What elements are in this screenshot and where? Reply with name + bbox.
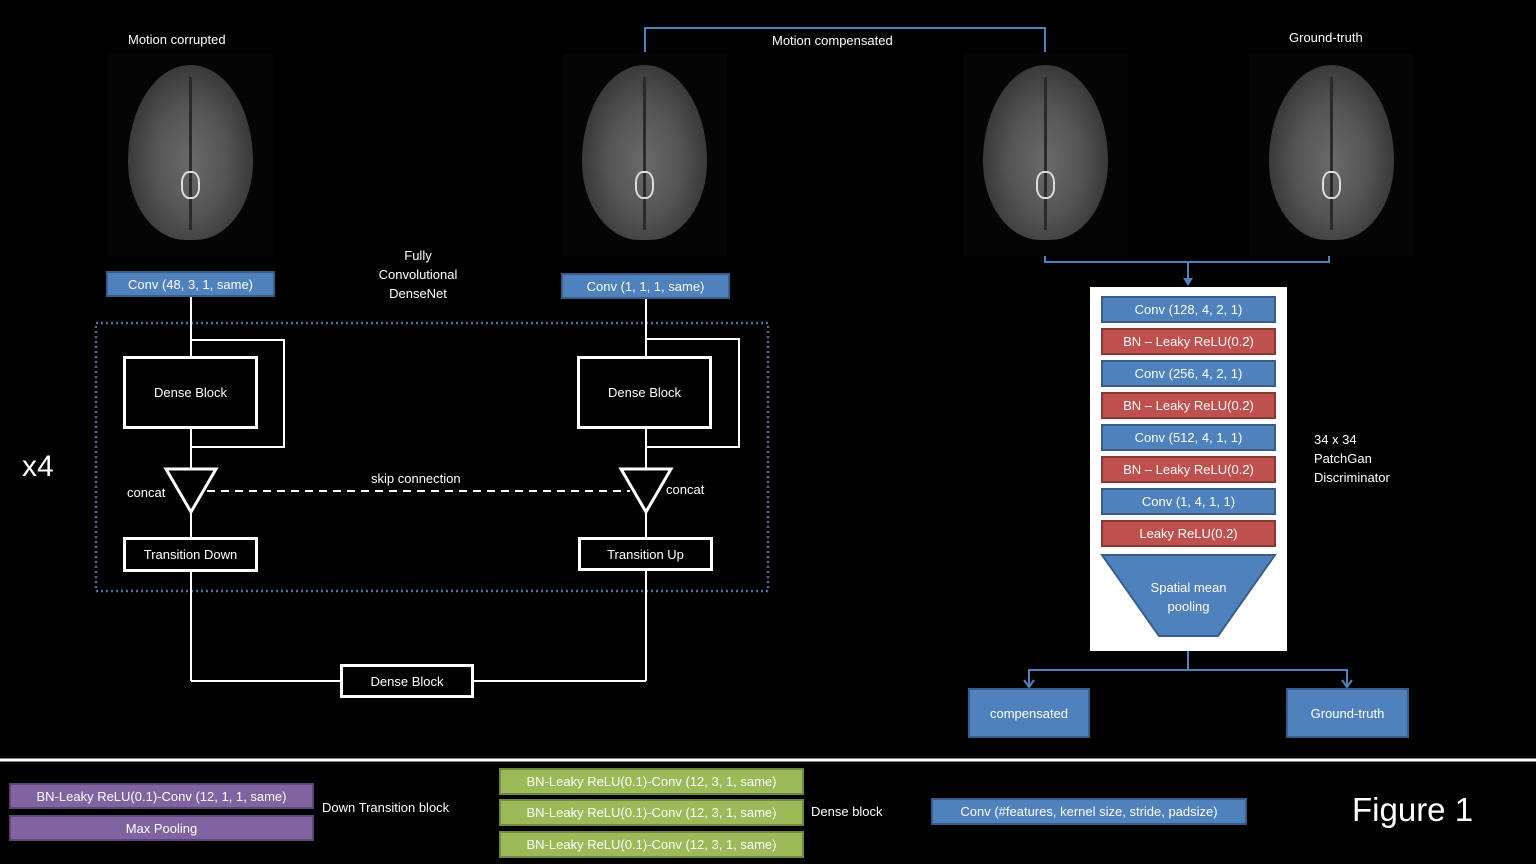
legend-dense-layer: BN-Leaky ReLU(0.1)-Conv (12, 3, 1, same): [499, 768, 804, 795]
motion-compensated-bracket: [644, 27, 1046, 52]
discriminator-output-branch: [1028, 669, 1348, 686]
mri-compensated-discriminator-input: [963, 53, 1128, 256]
discriminator-title-line: 34 x 34: [1314, 432, 1357, 447]
repeat-count-label: x4: [22, 450, 54, 483]
legend-conv-format: Conv (#features, kernel size, stride, pa…: [931, 798, 1247, 825]
skip-connection-label: skip connection: [371, 471, 461, 486]
discriminator-input-bracket: [1044, 255, 1330, 263]
figure-label: Figure 1: [1352, 791, 1474, 828]
mri-motion-corrupted: [108, 53, 273, 256]
concat-right-label: concat: [666, 482, 705, 497]
discriminator-conv-layer: Conv (1, 4, 1, 1): [1101, 488, 1276, 515]
discriminator-activation-layer: BN – Leaky ReLU(0.2): [1101, 456, 1276, 483]
densenet-region: [94, 321, 770, 593]
transition-up-block: Transition Up: [578, 537, 713, 571]
legend-transition-maxpool: Max Pooling: [9, 815, 314, 841]
discriminator-conv-layer: Conv (128, 4, 2, 1): [1101, 296, 1276, 323]
discriminator-title-line: Discriminator: [1314, 470, 1390, 485]
densenet-title: Fully Convolutional DenseNet: [368, 246, 468, 303]
concat-right-icon: [618, 467, 674, 515]
arrowhead-icon: [1341, 679, 1353, 689]
spatial-mean-pooling-shape: [1100, 554, 1277, 637]
pooling-label-line: Spatial mean: [1150, 580, 1227, 595]
dense-skip-left: [191, 339, 285, 448]
spatial-mean-pooling-label: Spatial mean pooling: [1100, 578, 1277, 616]
dense-block-up: Dense Block: [577, 356, 712, 429]
discriminator-activation-layer: BN – Leaky ReLU(0.2): [1101, 328, 1276, 355]
motion-corrupted-label: Motion corrupted: [128, 32, 226, 47]
transition-down-block: Transition Down: [123, 537, 258, 572]
conv-output-layer: Conv (1, 1, 1, same): [561, 273, 730, 299]
mri-motion-compensated: [562, 53, 727, 256]
ground-truth-label: Ground-truth: [1289, 30, 1363, 45]
motion-compensated-label: Motion compensated: [772, 33, 893, 48]
legend-dense-layer: BN-Leaky ReLU(0.1)-Conv (12, 3, 1, same): [499, 831, 804, 858]
discriminator-conv-layer: Conv (256, 4, 2, 1): [1101, 360, 1276, 387]
conv-input-layer: Conv (48, 3, 1, same): [106, 271, 275, 297]
dense-block-bottleneck: Dense Block: [340, 664, 474, 698]
legend-down-transition-label: Down Transition block: [322, 800, 450, 815]
densenet-title-line: Fully: [404, 248, 432, 263]
discriminator-activation-layer: Leaky ReLU(0.2): [1101, 520, 1276, 547]
legend-transition-conv: BN-Leaky ReLU(0.1)-Conv (12, 1, 1, same): [9, 783, 314, 809]
output-compensated: compensated: [968, 688, 1090, 738]
concat-left-label: concat: [127, 485, 166, 500]
arrowhead-icon: [1183, 278, 1193, 286]
dense-block-down: Dense Block: [123, 356, 258, 429]
densenet-title-line: DenseNet: [389, 286, 447, 301]
arrowhead-icon: [1023, 679, 1035, 689]
discriminator-activation-layer: BN – Leaky ReLU(0.2): [1101, 392, 1276, 419]
output-ground-truth: Ground-truth: [1286, 688, 1409, 738]
discriminator-conv-layer: Conv (512, 4, 1, 1): [1101, 424, 1276, 451]
mri-ground-truth: [1249, 53, 1414, 256]
dense-skip-right: [646, 338, 740, 448]
concat-left-icon: [163, 467, 219, 515]
discriminator-title-line: PatchGan: [1314, 451, 1372, 466]
pooling-label-line: pooling: [1167, 599, 1210, 614]
legend-dense-block-label: Dense block: [811, 804, 883, 819]
densenet-title-line: Convolutional: [378, 267, 458, 282]
discriminator-title: 34 x 34 PatchGan Discriminator: [1314, 430, 1390, 487]
legend-dense-layer: BN-Leaky ReLU(0.1)-Conv (12, 3, 1, same): [499, 799, 804, 826]
discriminator-panel: Conv (128, 4, 2, 1) BN – Leaky ReLU(0.2) C…: [1090, 287, 1287, 651]
